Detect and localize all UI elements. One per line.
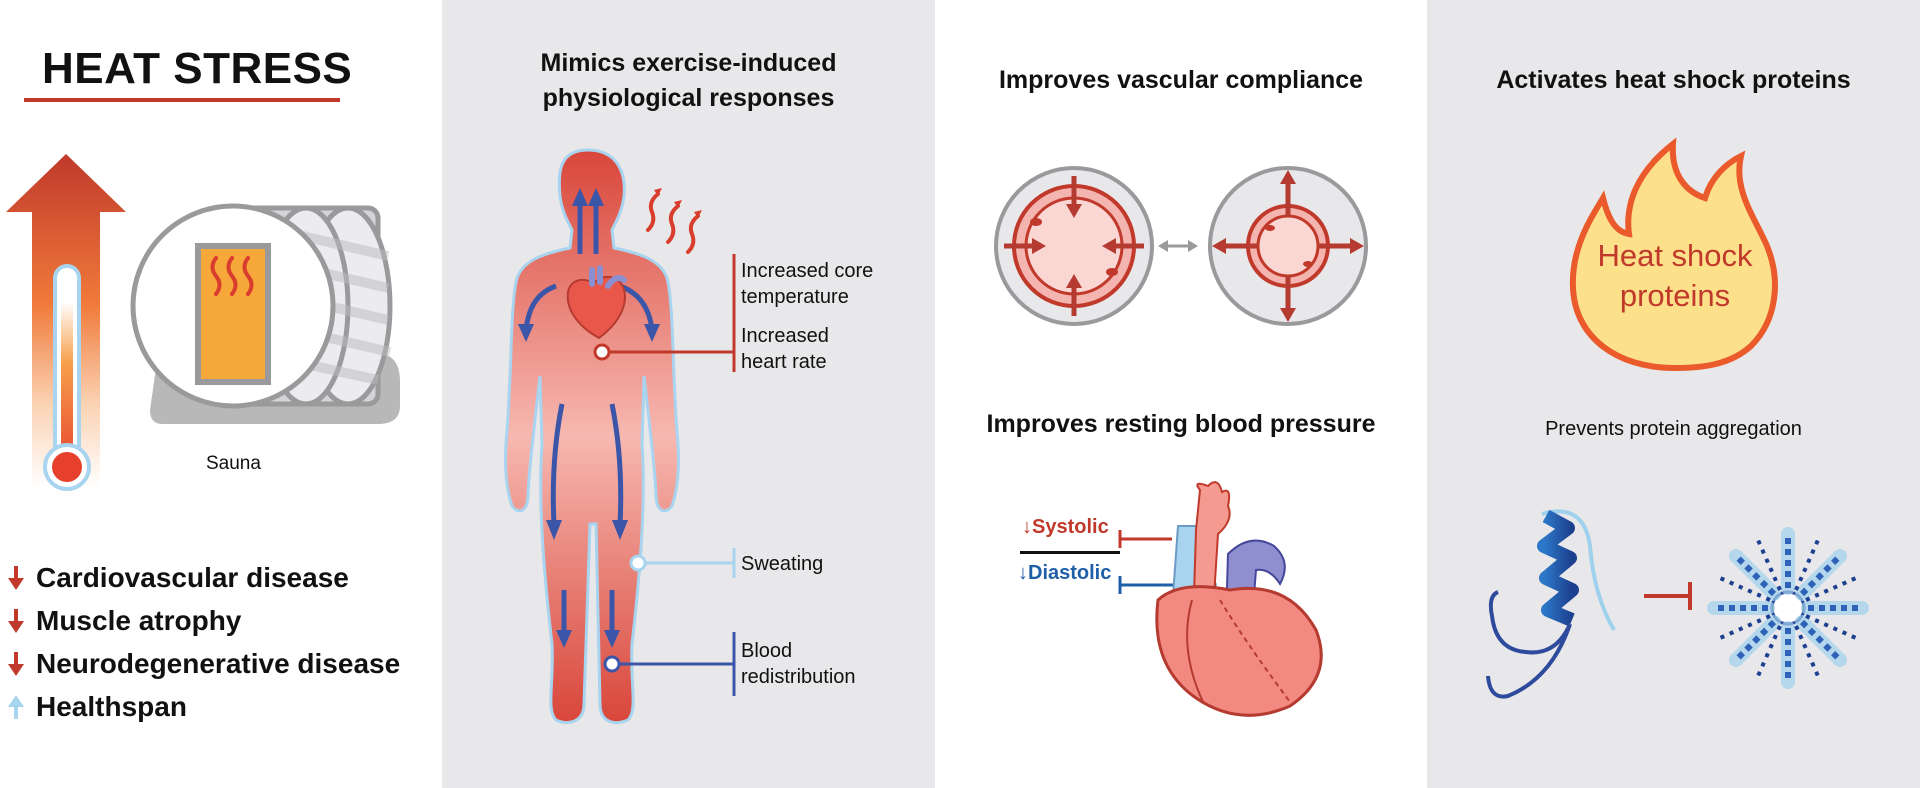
diastolic-label: ↓Diastolic <box>1018 562 1111 585</box>
bp-divider <box>1020 551 1120 554</box>
systolic-text: Systolic <box>1032 516 1109 538</box>
artery-icon <box>994 166 1368 326</box>
benefit-label: Neurodegenerative disease <box>36 648 401 679</box>
blood-redistribution-label: Blood redistribution <box>741 638 856 690</box>
exercise-title: Mimics exercise-induced physiological re… <box>452 46 925 116</box>
protein-aggregate-icon <box>1707 527 1869 689</box>
flame-label-line1: Heat shock <box>1597 238 1753 273</box>
inhibit-icon <box>1644 582 1692 610</box>
blood-line1: Blood <box>741 640 793 662</box>
exercise-title-line1: Mimics exercise-induced <box>540 49 837 77</box>
protein-helix-icon <box>1486 509 1616 699</box>
heart-icon <box>566 265 627 340</box>
sauna-label: Sauna <box>206 453 261 474</box>
title-underline <box>24 98 340 102</box>
benefit-label: Muscle atrophy <box>36 605 242 636</box>
benefit-neuro: Neurodegenerative disease <box>6 644 400 684</box>
core-temp-line1: Increased core <box>741 260 874 282</box>
human-body-icon <box>504 148 680 725</box>
heart-rate-line1: Increased <box>741 325 829 347</box>
hsp-subtitle: Prevents protein aggregation <box>1545 418 1802 440</box>
flame-icon <box>1569 137 1778 372</box>
diastolic-text: Diastolic <box>1028 562 1112 584</box>
benefit-label: Cardiovascular disease <box>36 562 349 593</box>
heat-waves-icon <box>646 188 702 254</box>
hsp-title: Activates heat shock proteins <box>1496 66 1851 94</box>
blood-pressure-title: Improves resting blood pressure <box>986 410 1376 438</box>
down-arrow-icon: ↓ <box>1018 562 1028 584</box>
sweating-label: Sweating <box>741 553 824 575</box>
anatomical-heart-icon <box>1118 481 1323 717</box>
thermometer-icon <box>43 264 91 491</box>
sauna-icon <box>130 203 400 424</box>
up-arrow-icon <box>8 695 24 719</box>
benefit-healthspan: Healthspan <box>6 687 187 727</box>
core-temp-label: Increased core temperature <box>741 258 873 310</box>
down-arrow-icon <box>8 609 24 633</box>
blood-line2: redistribution <box>741 666 856 688</box>
flame-label-line2: proteins <box>1619 278 1731 313</box>
main-title: HEAT STRESS <box>42 44 353 93</box>
benefit-cardiovascular: Cardiovascular disease <box>6 558 349 598</box>
core-temp-line2: temperature <box>741 286 849 308</box>
systolic-label: ↓Systolic <box>1022 516 1109 539</box>
down-arrow-icon: ↓ <box>1022 516 1032 538</box>
down-arrow-icon <box>8 652 24 676</box>
down-arrow-icon <box>8 566 24 590</box>
benefit-label: Healthspan <box>36 691 187 722</box>
flame-label: Heat shock proteins <box>1570 236 1780 316</box>
benefit-muscle: Muscle atrophy <box>6 601 241 641</box>
heart-rate-line2: heart rate <box>741 351 827 373</box>
vascular-title: Improves vascular compliance <box>998 66 1364 94</box>
heart-rate-label: Increased heart rate <box>741 323 829 375</box>
exercise-title-line2: physiological responses <box>542 84 835 112</box>
